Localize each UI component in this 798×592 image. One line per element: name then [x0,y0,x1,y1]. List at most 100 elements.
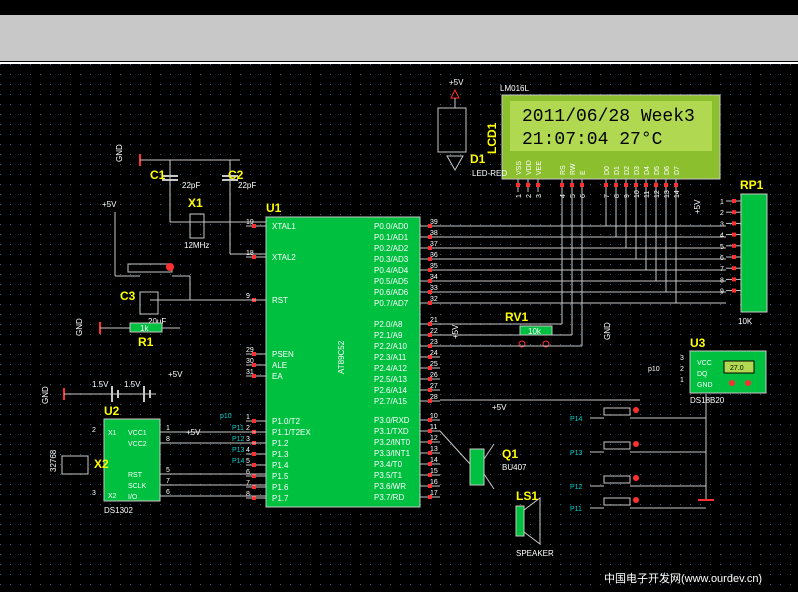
u1-right-pin-number: 22 [430,328,438,335]
lcd-pin-number: 6 [580,194,587,198]
lcd-pin-number: 14 [674,190,681,198]
mcu-u1[interactable]: U1 AT89C52 19XTAL118XTAL29RST29PSEN30ALE… [246,201,440,508]
lcd-line-2: 21:07:04 27°C [522,130,663,150]
gnd-label-top: GND [115,144,124,162]
lcd-screen [510,101,712,151]
gnd-label-u2: GND [41,386,50,404]
u1-right-pin-name: P2.7/A15 [374,397,407,406]
rp1-pin-marker [732,243,736,248]
potentiometer-rv1[interactable]: RV1 10k +5V GND [451,310,612,348]
lcd-pin-marker [526,183,530,187]
led-d1[interactable]: +5V D1 LED-RED [437,78,507,178]
u1-right-pin-marker [428,388,432,392]
u1-left-pin-name: XTAL2 [272,253,296,262]
u1-right-pin-name: P3.1/TXD [374,427,409,436]
c1-ref: C1 [150,168,166,182]
u2-pin-name: SCLK [128,483,147,490]
u1-left-pin-number: 2 [246,425,250,432]
lcd-pin-number: 5 [570,194,577,198]
u1-left-pin-name: P1.0/T2 [272,417,301,426]
oscillator-circuit[interactable]: GND C1 22pF C2 22pF X1 12MHz [115,144,266,255]
lcd-pin-number: 4 [560,194,567,198]
u1-left-pin-number: 1 [246,414,250,421]
speaker-ls1[interactable]: LS1 SPEAKER [515,489,554,558]
u1-right-pin-marker [428,224,432,228]
d1-value: LED-RED [472,169,507,178]
buzzer-wire [439,430,471,465]
rp1-vcc-label: +5V [693,199,702,214]
x1-ref: X1 [188,196,203,210]
u1-right-pin-name: P0.3/AD3 [374,255,409,264]
switch-button[interactable] [603,497,631,506]
u1-left-pin-name: XTAL1 [272,222,296,231]
u1-right-pin-name: P3.3/INT1 [374,449,411,458]
u1-left-pin-number: 5 [246,458,250,465]
gnd-label-reset: GND [75,318,84,336]
x2-value: 32768 [49,449,58,472]
u2-pin-x2: X2 [108,493,117,500]
lcd-pin-number: 2 [526,194,533,198]
rv1-value: 10k [528,327,542,336]
switch-indicator [633,497,639,503]
u1-right-pin-marker [428,495,432,499]
switch-indicator [633,441,639,447]
q1-vcc-label: +5V [492,403,507,412]
reset-circuit[interactable]: +5V C3 20uF GND 1k R1 [75,200,266,349]
u2-pin-name: RST [128,472,143,479]
net-p12: P12 [232,436,245,443]
u1-right-pin-marker [428,418,432,422]
watermark: 中国电子开发网(www.ourdev.cn) [604,571,762,585]
u1-right-pin-marker [428,279,432,283]
u3-model: DS18B20 [690,396,725,405]
net-p13: P13 [232,447,245,454]
resistor-pack-rp1[interactable]: RP1 10K +5V 123456789 [693,178,768,326]
d1-ref: D1 [470,152,486,166]
ls1-model: SPEAKER [516,549,554,558]
u1-left-pin-marker [252,255,256,259]
u1-right-pin-number: 33 [430,285,438,292]
net-p11: P11 [232,425,244,432]
u2-pin-number: 6 [166,489,170,496]
u3-pin-3-num: 3 [680,355,684,362]
sensor-u3[interactable]: U3 VCC DQ GND 3 2 1 27.0 DS18B20 p10 [648,336,767,405]
u1-left-pin-name: P1.6 [272,483,289,492]
rp1-pin-marker [732,288,736,293]
u1-right-pin-marker [428,377,432,381]
lcd-pin-group: VSS1VDD2VEE3RS4RW5E6D07D18D29D310D411D51… [516,160,681,198]
c1-value: 22pF [182,181,200,190]
switch-button[interactable] [603,475,631,484]
u1-left-pin-name: P1.5 [272,472,289,481]
lcd-pin-marker [604,183,608,187]
schematic-svg: LM016L 2011/06/28 Week3 21:07:04 27°C LC… [0,64,798,592]
u1-right-pin-number: 24 [430,350,438,357]
batt-1-label: 1.5V [92,380,109,389]
rp1-pin-number: 1 [720,199,724,206]
transistor-q1[interactable]: Q1 BU407 +5V [469,403,527,490]
u1-left-pin-number: 3 [246,436,250,443]
u1-right-pin-name: P3.4/T0 [374,460,403,469]
u2-pin-number: 8 [166,436,170,443]
toolbar-divider [0,62,798,64]
lcd-line-1: 2011/06/28 Week3 [522,107,695,127]
u1-left-pin-marker [252,374,256,378]
lcd-module[interactable]: LM016L 2011/06/28 Week3 21:07:04 27°C LC… [485,84,721,198]
u1-right-pin-marker [428,451,432,455]
u1-right-pin-number: 14 [430,457,438,464]
lcd-pin-name: D6 [664,166,671,175]
lcd-pin-name: D0 [604,166,611,175]
switch-button[interactable] [603,441,631,450]
u3-pin-2-num: 2 [680,366,684,373]
switch-button[interactable] [603,407,631,416]
u1-right-pin-marker [428,301,432,305]
u1-right-pin-number: 21 [430,317,438,324]
u2-pin-name: I/O [128,494,138,501]
lcd-pin-name: D1 [614,166,621,175]
u1-right-pin-number: 15 [430,468,438,475]
u1-left-pin-number: 8 [246,491,250,498]
u1-body [265,216,421,508]
rp1-pin-marker [732,255,736,259]
u3-pin-vcc: VCC [697,360,712,367]
